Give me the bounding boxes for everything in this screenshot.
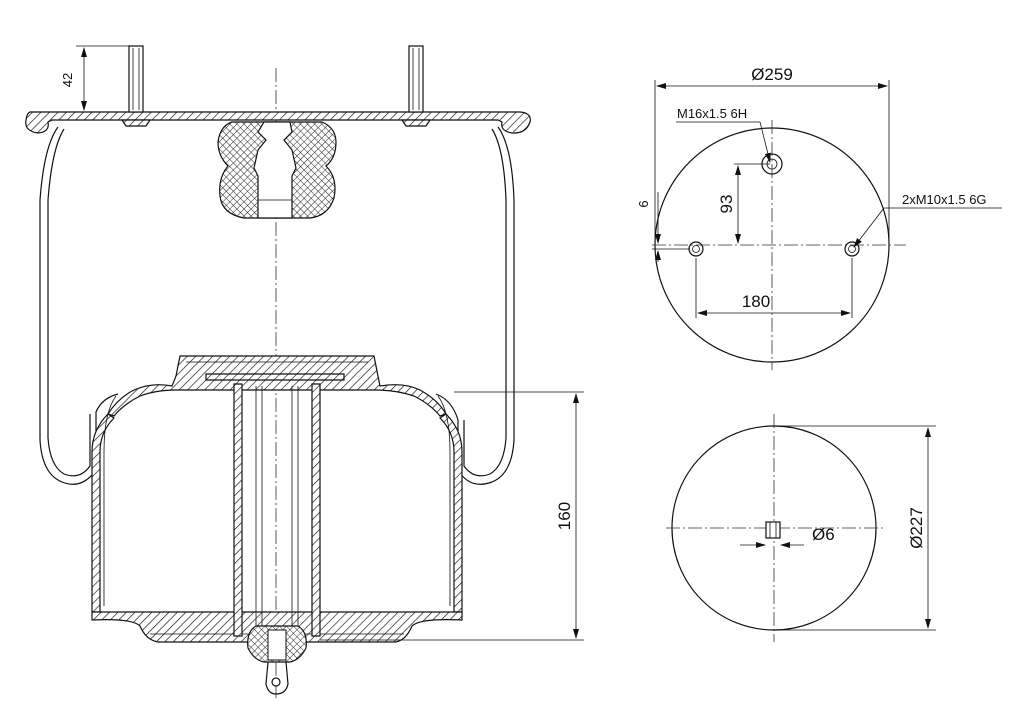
stud-spacing-dimension: 180 xyxy=(695,258,853,318)
piston-height-label: 160 xyxy=(555,502,574,530)
center-distance-label: 93 xyxy=(717,195,736,214)
top-view: Ø259 M16x1.5 6H 2xM10x1.5 6G 93 6 xyxy=(636,65,1002,370)
bottom-diameter-label: Ø227 xyxy=(907,507,926,549)
stud-height-label: 42 xyxy=(60,73,75,87)
bottom-diameter-dimension: Ø227 xyxy=(774,425,936,631)
side-thread-callout: 2xM10x1.5 6G xyxy=(853,192,1002,248)
stud-spacing-label: 180 xyxy=(742,292,770,311)
top-diameter-dimension: Ø259 xyxy=(654,65,890,245)
bumper-bore xyxy=(253,121,297,219)
left-stud xyxy=(120,45,152,127)
side-section-view: 42 160 xyxy=(25,45,584,700)
center-tube-right xyxy=(311,383,321,637)
center-tube-left xyxy=(233,383,243,637)
top-plate xyxy=(25,111,531,134)
top-diameter-label: Ø259 xyxy=(751,65,793,84)
right-stud xyxy=(400,45,432,127)
center-thread-callout: M16x1.5 6H xyxy=(676,106,771,163)
port-dimension: Ø6 xyxy=(740,525,835,548)
bottom-view: Ø6 Ø227 xyxy=(666,414,936,642)
center-thread-label: M16x1.5 6H xyxy=(677,106,747,121)
piston-crown xyxy=(107,355,447,417)
bellow-outer-wall xyxy=(39,126,515,485)
port-label: Ø6 xyxy=(812,525,835,544)
bottom-eye xyxy=(265,661,289,695)
air-port xyxy=(765,521,781,539)
piston-height-dimension: 160 xyxy=(320,391,584,641)
piston-cap-plate xyxy=(205,373,345,381)
bellow-inner-wall xyxy=(47,128,507,477)
offset-dimension: 6 xyxy=(636,192,690,262)
offset-label: 6 xyxy=(636,200,651,207)
left-thread-hole xyxy=(688,241,704,257)
center-distance-dimension: 93 xyxy=(717,163,770,244)
piston-right-wall xyxy=(439,413,463,613)
side-thread-label: 2xM10x1.5 6G xyxy=(902,192,987,207)
right-thread-hole xyxy=(844,241,860,257)
stud-height-dimension: 42 xyxy=(60,45,130,113)
piston-left-wall xyxy=(91,413,115,613)
